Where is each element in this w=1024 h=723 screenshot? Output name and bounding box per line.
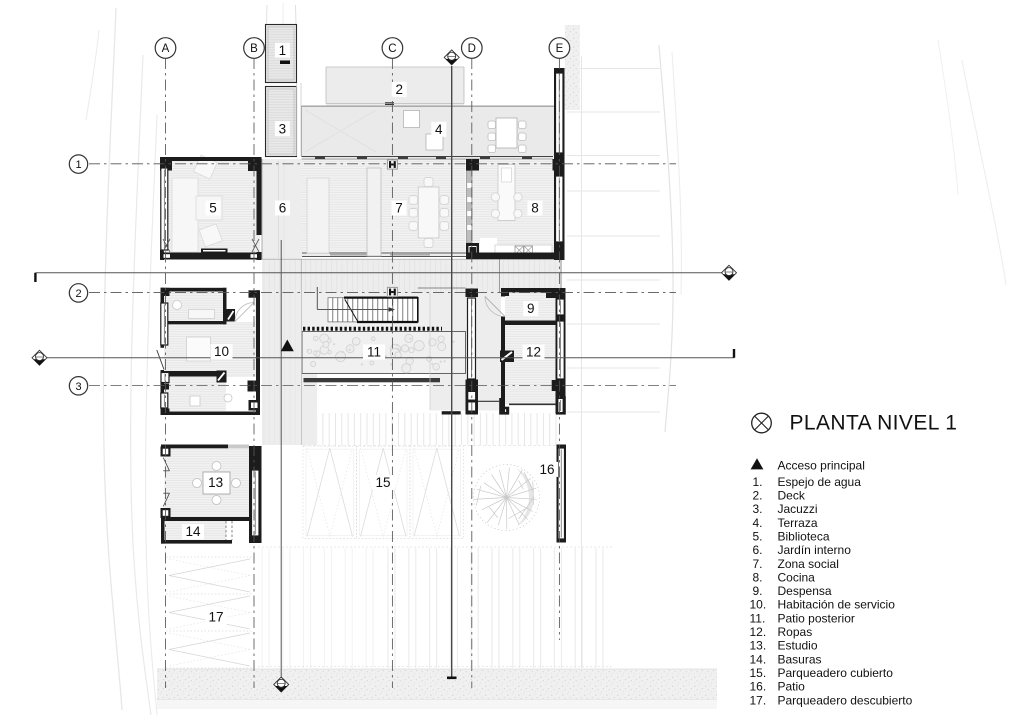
svg-text:2: 2 <box>395 82 403 97</box>
svg-text:5: 5 <box>209 201 217 216</box>
svg-text:13: 13 <box>208 475 223 490</box>
svg-text:5.: 5. <box>753 529 763 543</box>
svg-text:Deck: Deck <box>778 489 806 503</box>
svg-text:7: 7 <box>395 201 403 216</box>
svg-text:8: 8 <box>531 201 539 216</box>
svg-text:Despensa: Despensa <box>778 584 832 598</box>
svg-text:12: 12 <box>526 345 541 360</box>
svg-text:Biblioteca: Biblioteca <box>778 529 830 543</box>
svg-text:4: 4 <box>435 122 443 137</box>
svg-text:9: 9 <box>527 301 535 316</box>
svg-text:Estudio: Estudio <box>778 639 818 653</box>
svg-text:3: 3 <box>75 381 81 393</box>
svg-text:17: 17 <box>208 610 223 625</box>
svg-text:1: 1 <box>279 43 287 58</box>
svg-text:14: 14 <box>185 524 201 539</box>
svg-text:15.: 15. <box>750 666 767 680</box>
svg-text:2.: 2. <box>753 489 763 503</box>
svg-text:8.: 8. <box>753 570 763 584</box>
svg-text:Terraza: Terraza <box>778 516 818 530</box>
svg-text:16.: 16. <box>750 680 767 694</box>
svg-text:Acceso principal: Acceso principal <box>778 458 865 472</box>
svg-text:11.: 11. <box>750 611 766 625</box>
svg-text:D: D <box>468 43 476 55</box>
svg-text:12.: 12. <box>750 625 767 639</box>
svg-text:1: 1 <box>75 159 81 171</box>
svg-text:E: E <box>556 43 564 55</box>
svg-text:13.: 13. <box>750 639 767 653</box>
svg-text:11: 11 <box>367 345 381 360</box>
svg-text:Cocina: Cocina <box>778 570 816 584</box>
svg-text:Habitación de servicio: Habitación de servicio <box>778 598 896 612</box>
svg-text:Jacuzzi: Jacuzzi <box>778 502 818 516</box>
svg-text:6: 6 <box>279 201 287 216</box>
svg-text:C: C <box>388 43 396 55</box>
svg-text:14.: 14. <box>750 652 767 666</box>
svg-text:Jardín interno: Jardín interno <box>778 543 852 557</box>
svg-text:15: 15 <box>375 475 390 490</box>
svg-text:1.: 1. <box>753 475 763 489</box>
svg-text:17.: 17. <box>750 693 767 707</box>
svg-text:9.: 9. <box>753 584 763 598</box>
svg-text:10: 10 <box>214 344 229 359</box>
svg-text:3.: 3. <box>753 502 763 516</box>
svg-text:Basuras: Basuras <box>778 652 822 666</box>
svg-text:2: 2 <box>75 288 81 300</box>
svg-text:Zona social: Zona social <box>778 557 839 571</box>
svg-text:16: 16 <box>539 462 554 477</box>
svg-text:A: A <box>162 43 170 55</box>
svg-text:7.: 7. <box>753 557 763 571</box>
svg-text:3: 3 <box>279 121 287 136</box>
svg-text:Parqueadero cubierto: Parqueadero cubierto <box>778 666 894 680</box>
svg-text:Parqueadero descubierto: Parqueadero descubierto <box>778 693 913 707</box>
svg-text:B: B <box>250 43 258 55</box>
svg-text:6.: 6. <box>753 543 763 557</box>
svg-text:Patio: Patio <box>778 680 806 694</box>
svg-text:PLANTA NIVEL 1: PLANTA NIVEL 1 <box>790 412 958 435</box>
svg-text:Patio posterior: Patio posterior <box>778 611 855 625</box>
svg-text:Espejo de agua: Espejo de agua <box>778 475 862 489</box>
svg-text:10.: 10. <box>750 598 767 612</box>
svg-text:Ropas: Ropas <box>778 625 813 639</box>
svg-text:4.: 4. <box>753 516 763 530</box>
